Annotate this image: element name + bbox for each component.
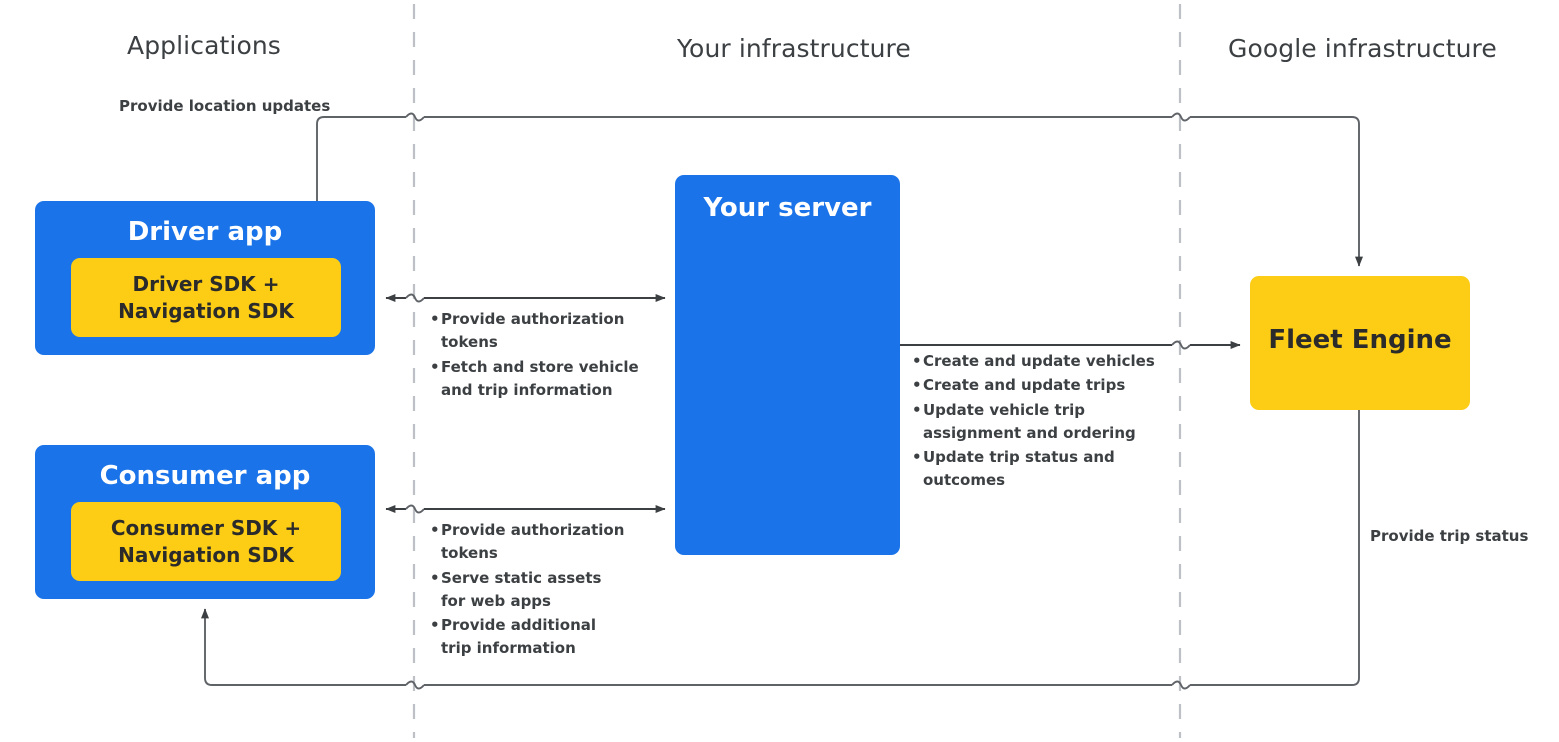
consumer-app-title: Consumer app (99, 461, 311, 491)
column-title-your-infrastructure: Your infrastructure (677, 34, 911, 63)
driver-app-title: Driver app (127, 217, 283, 247)
your-server-title: Your server (703, 193, 872, 223)
column-title-google-infrastructure: Google infrastructure (1228, 34, 1497, 63)
bullet-item: Create and update trips (912, 374, 1162, 398)
node-your-server[interactable]: Your server (675, 175, 900, 555)
edge-consumer-app-your-server (385, 504, 666, 514)
consumer-sdk-box[interactable]: Consumer SDK +Navigation SDK (71, 502, 341, 581)
edge-label-provide-trip-status: Provide trip status (1370, 527, 1529, 545)
fleet-engine-title: Fleet Engine (1268, 325, 1452, 355)
bullet-list-driver-server: Provide authorization tokensFetch and st… (430, 308, 650, 403)
bullet-item: Provide additional trip information (430, 614, 630, 661)
bullet-list-server-fleet-engine: Create and update vehiclesCreate and upd… (912, 350, 1162, 494)
bullet-item: Provide authorization tokens (430, 308, 650, 355)
bullet-item: Create and update vehicles (912, 350, 1162, 374)
bullet-item: Update vehicle trip assignment and order… (912, 399, 1162, 446)
driver-sdk-box[interactable]: Driver SDK +Navigation SDK (71, 258, 341, 337)
node-driver-app[interactable]: Driver app Driver SDK +Navigation SDK (35, 201, 375, 355)
column-title-applications: Applications (127, 31, 281, 60)
bullet-item: Serve static assets for web apps (430, 567, 630, 614)
bullet-item: Update trip status and outcomes (912, 446, 1162, 493)
bullet-item: Fetch and store vehicle and trip informa… (430, 356, 650, 403)
bullet-list-consumer-server: Provide authorization tokensServe static… (430, 519, 630, 662)
driver-sdk-label: Driver SDK +Navigation SDK (118, 272, 294, 323)
edge-your-server-fleet-engine (900, 340, 1241, 350)
consumer-sdk-label: Consumer SDK +Navigation SDK (110, 516, 302, 567)
edge-label-provide-location-updates: Provide location updates (119, 97, 331, 115)
bullet-item: Provide authorization tokens (430, 519, 630, 566)
node-fleet-engine[interactable]: Fleet Engine (1250, 276, 1470, 410)
edge-driver-app-your-server (385, 293, 666, 303)
node-consumer-app[interactable]: Consumer app Consumer SDK +Navigation SD… (35, 445, 375, 599)
